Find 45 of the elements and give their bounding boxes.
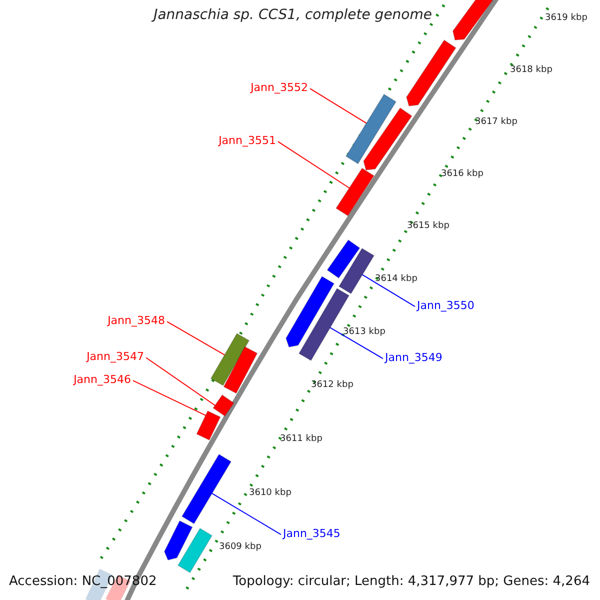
leader-line: [132, 380, 207, 416]
tick-label: 3609 kbp: [219, 543, 262, 552]
gene-segment: [210, 332, 250, 386]
gene-segment: [326, 239, 360, 279]
gene-label: Jann_3547: [86, 351, 144, 362]
tick-label: 3610 kbp: [249, 489, 292, 498]
gene-segment: [406, 39, 456, 107]
map-title: Jannaschia sp. CCS1, complete genome: [154, 8, 432, 22]
gene-segment: [452, 0, 496, 41]
gene-label: Jann_3545: [283, 528, 340, 539]
tick-label: 3617 kbp: [475, 118, 518, 127]
tick-label: 3615 kbp: [407, 222, 450, 231]
leader-line: [278, 141, 351, 189]
tick-label: 3611 kbp: [280, 435, 322, 444]
tick-label: 3616 kbp: [441, 170, 484, 179]
genome-summary-text: Topology: circular; Length: 4,317,977 bp; Genes: 4,264: [232, 575, 590, 588]
gene-segment: [335, 168, 375, 216]
gene-label: Jann_3550: [417, 300, 474, 311]
tick-label: 3613 kbp: [343, 328, 386, 337]
accession-text: Accession: NC_007802: [9, 575, 157, 588]
leader-line: [146, 357, 216, 406]
tick-label: 3619 kbp: [545, 14, 588, 23]
gene-segment: [212, 394, 234, 417]
gene-segment: [181, 454, 232, 524]
gene-label: Jann_3551: [218, 135, 276, 146]
gene-segment: [164, 520, 193, 561]
tick-label: 3618 kbp: [510, 66, 552, 75]
leader-line: [166, 321, 226, 356]
leader-line: [328, 326, 384, 360]
gene-segment: [177, 528, 213, 574]
gene-segment: [363, 107, 412, 171]
leader-line: [361, 274, 416, 308]
gene-label: Jann_3552: [250, 82, 308, 93]
gene-label: Jann_3548: [108, 315, 165, 326]
gene-segment: [345, 94, 397, 164]
gene-segment: [285, 276, 335, 348]
leader-line: [310, 88, 368, 124]
tick-label: 3612 kbp: [311, 381, 354, 390]
tick-label: 3614 kbp: [375, 275, 418, 284]
gene-label: Jann_3546: [74, 374, 131, 385]
gene-segment: [338, 248, 375, 294]
gene-segment: [196, 410, 221, 441]
leader-line: [210, 492, 282, 536]
gene-segment: [223, 346, 258, 394]
gene-label: Jann_3549: [385, 352, 442, 363]
